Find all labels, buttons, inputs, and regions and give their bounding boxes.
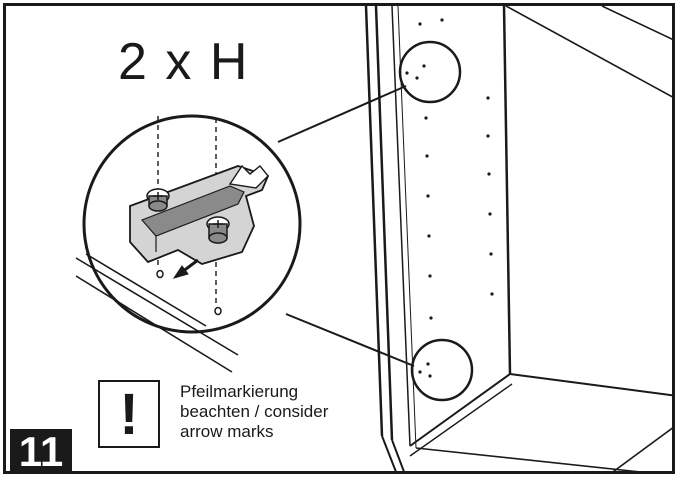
callout-lines [277, 85, 415, 367]
quantity-label: 2 x H [118, 33, 250, 91]
arrow-mark [172, 258, 199, 279]
cabinet-side-panel [364, 6, 672, 471]
detail-magnifier [82, 114, 302, 334]
hole-dots [405, 18, 494, 378]
warning-box: ! [98, 380, 160, 448]
step-number: 11 [10, 429, 72, 471]
note-line-1: Pfeilmarkierung [180, 382, 299, 401]
screw-heads [146, 188, 230, 244]
note-line-3: arrow marks [180, 422, 274, 441]
exclamation-icon: ! [119, 382, 139, 447]
instruction-frame: 2 x H ! Pfeilmarkierung beachten / consi… [3, 3, 675, 474]
arrow-mark-note: Pfeilmarkierung beachten / consider arro… [180, 382, 380, 442]
highlight-circles [398, 40, 474, 402]
note-line-2: beachten / consider [180, 402, 329, 421]
base-board [75, 257, 239, 373]
assembly-illustration [75, 6, 672, 471]
